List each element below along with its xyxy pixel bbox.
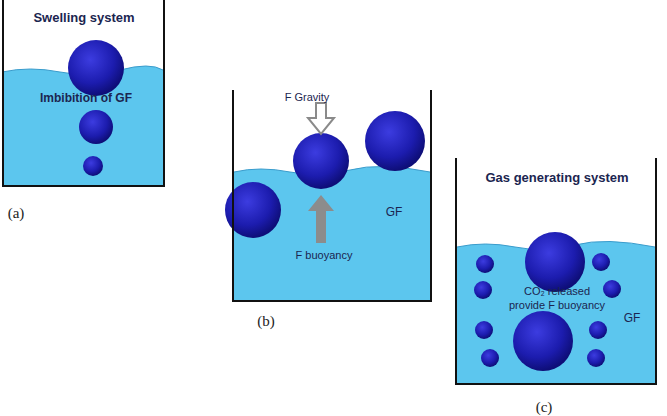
fluid-label: GF xyxy=(386,205,403,219)
gas-bubble xyxy=(476,255,494,273)
panel-label: (a) xyxy=(8,205,25,222)
rising-ball xyxy=(513,311,573,371)
floating-ball xyxy=(525,232,585,292)
fluid-label: GF xyxy=(624,311,641,325)
gas-bubble xyxy=(474,281,492,299)
process-label: Imbibition of GF xyxy=(40,91,132,105)
gas-bubble xyxy=(603,280,621,298)
floating-ball xyxy=(365,111,425,171)
gravity-arrow xyxy=(308,103,334,134)
force-label: F Gravity xyxy=(285,90,330,104)
force-label: F buoyancy xyxy=(296,248,353,262)
gas-bubble xyxy=(481,349,499,367)
system-title: Gas generating system xyxy=(485,171,628,185)
panel-label: (b) xyxy=(257,313,275,330)
buoyancy-arrow xyxy=(308,195,334,243)
system-title: Swelling system xyxy=(33,11,134,25)
gas-bubble xyxy=(589,321,607,339)
gas-bubble xyxy=(587,349,605,367)
swelling-ball xyxy=(83,156,103,176)
gas-bubble xyxy=(592,253,610,271)
swelling-ball xyxy=(79,110,113,144)
panel-label: (c) xyxy=(536,399,553,416)
beaker: Swelling systemImbibition of GF xyxy=(2,0,165,187)
process-label: CO₂ released provide F buoyancy xyxy=(505,284,609,312)
gas-bubble xyxy=(475,321,493,339)
beaker: F Gravity F buoyancy GF xyxy=(232,90,432,302)
floating-ball xyxy=(293,133,349,189)
floating-ball xyxy=(68,40,124,96)
beaker: Gas generating systemCO₂ released provid… xyxy=(455,158,657,385)
